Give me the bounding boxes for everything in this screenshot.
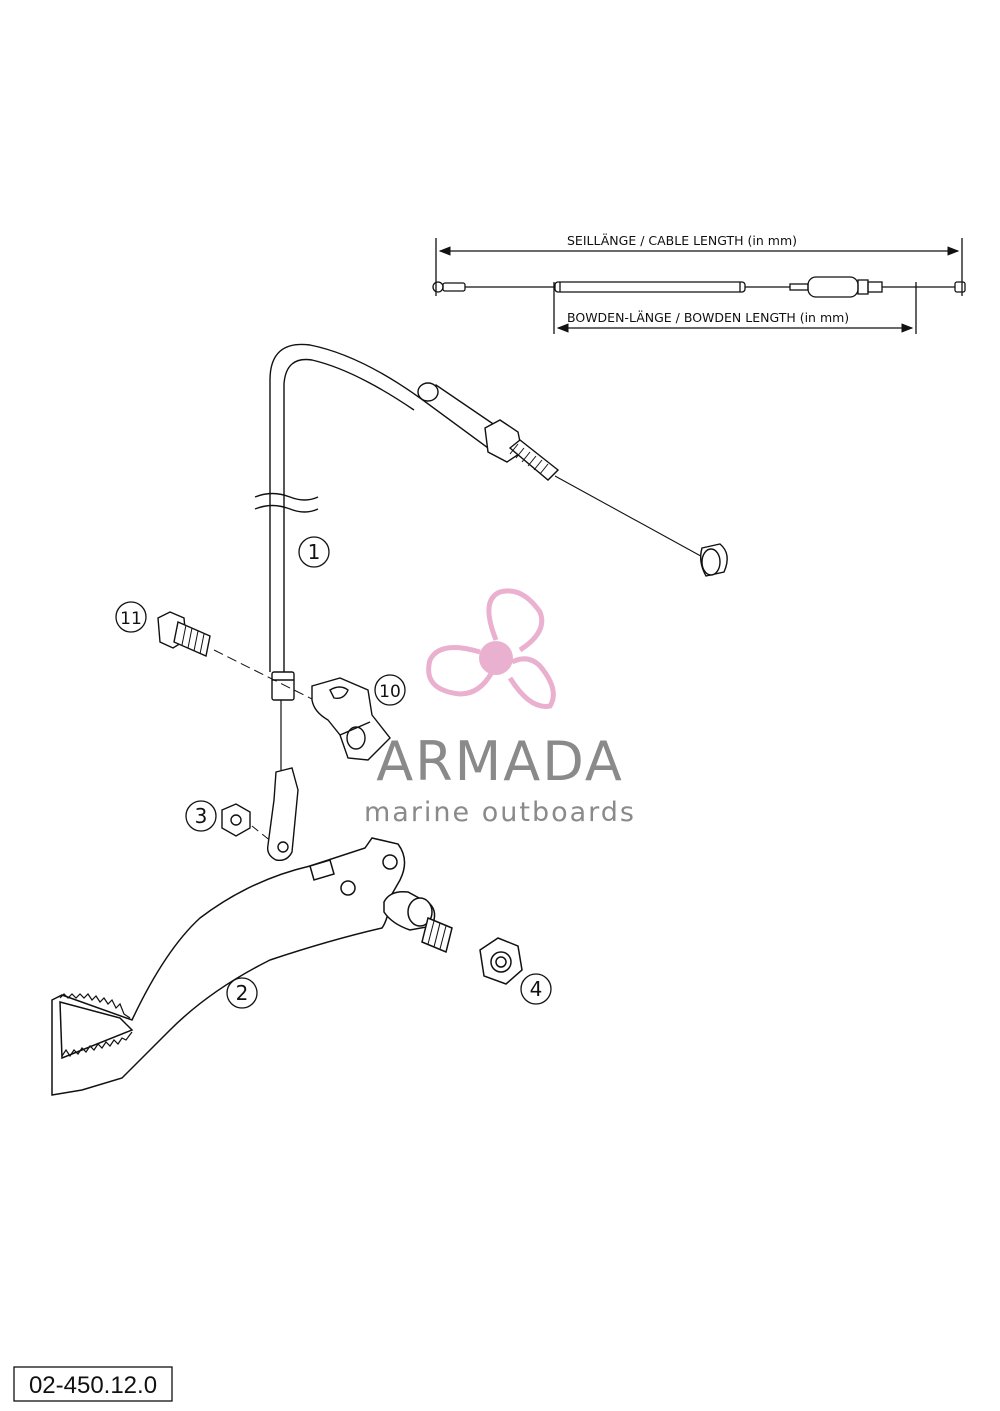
callout-11: 11 <box>115 601 147 633</box>
nut-small <box>221 803 273 843</box>
bowden-length-label: BOWDEN-LÄNGE / BOWDEN LENGTH (in mm) <box>567 310 849 325</box>
callout-2: 2 <box>226 977 258 1009</box>
callout-3: 3 <box>185 800 217 832</box>
brake-cable <box>254 343 728 862</box>
callout-1: 1 <box>298 536 330 568</box>
callout-4: 4 <box>520 973 552 1005</box>
callout-number: 2 <box>236 981 249 1005</box>
callout-10: 10 <box>374 674 406 706</box>
callout-number: 3 <box>195 804 208 828</box>
watermark-tagline: marine outboards <box>364 797 636 828</box>
callout-number: 4 <box>530 977 543 1001</box>
nut-large <box>479 937 523 985</box>
cable-length-label: SEILLÄNGE / CABLE LENGTH (in mm) <box>567 233 797 248</box>
callout-number: 11 <box>120 609 142 629</box>
cable-bracket <box>311 677 391 761</box>
callout-number: 1 <box>308 540 321 564</box>
brake-pedal <box>51 837 453 1096</box>
bolt <box>157 611 331 709</box>
watermark-logo <box>426 588 556 709</box>
part-number-box: 02-450.12.0 <box>13 1366 173 1402</box>
callout-number: 10 <box>379 682 401 702</box>
watermark-name: ARMADA <box>376 730 624 793</box>
cable-dimension-drawing <box>432 238 966 334</box>
part-number: 02-450.12.0 <box>29 1372 157 1399</box>
